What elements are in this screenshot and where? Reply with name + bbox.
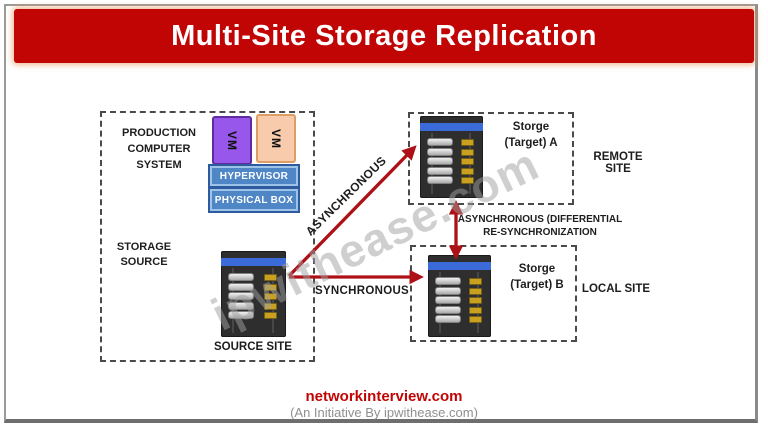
target-a-label: Storge (Target) A: [489, 119, 573, 151]
label-line: Storge: [512, 121, 550, 133]
disk-stack-icon: [228, 273, 254, 321]
source-storage-server-icon: [221, 251, 286, 337]
resync-arrow-label: ASYNCHRONOUS (DIFFERENTIAL RE-SYNCHRONIZ…: [456, 213, 624, 239]
remote-site-label: REMOTE SITE: [593, 151, 643, 175]
hypervisor-label: HYPERVISOR: [219, 170, 289, 182]
footer-tagline: (An Initiative By ipwithease.com): [290, 405, 478, 420]
vm-label: VM: [269, 128, 283, 149]
target-b-label: Storge (Target) B: [495, 261, 579, 293]
image-frame: [4, 4, 758, 423]
server-blue-bar: [420, 123, 483, 131]
label-line: RE-SYNCHRONIZATION: [483, 227, 597, 238]
storage-source-label: STORAGE SOURCE: [105, 240, 183, 270]
physical-box-label: PHYSICAL BOX: [214, 194, 294, 206]
label-line: Storge: [518, 263, 556, 275]
io-port-stack-icon: [461, 139, 474, 187]
io-port-stack-icon: [469, 278, 482, 326]
target-b-storage-server-icon: [428, 255, 491, 337]
label-line: SOURCE: [120, 256, 168, 268]
hypervisor-box: HYPERVISOR: [210, 166, 298, 186]
footer-site-name: networkinterview.com: [305, 388, 463, 405]
label-line: STORAGE: [116, 241, 172, 253]
source-site-label: SOURCE SITE: [214, 341, 292, 353]
server-rack-line: [232, 268, 234, 333]
server-blue-bar: [221, 258, 286, 266]
server-rack-line: [272, 268, 274, 333]
production-system-label: PRODUCTION COMPUTER SYSTEM: [104, 125, 214, 173]
label-line: PRODUCTION: [122, 127, 196, 139]
vm-label: VM: [225, 130, 239, 151]
disk-stack-icon: [427, 138, 453, 186]
label-line: ASYNCHRONOUS (DIFFERENTIAL: [457, 214, 623, 225]
io-port-stack-icon: [264, 274, 277, 322]
label-line: (Target) B: [510, 279, 564, 291]
vm-box-purple: VM: [212, 116, 252, 165]
page-title: Multi-Site Storage Replication: [171, 19, 597, 52]
vm-box-peach: VM: [256, 114, 296, 163]
target-a-storage-server-icon: [420, 116, 483, 198]
label-line: SYSTEM: [136, 159, 182, 171]
server-blue-bar: [428, 262, 491, 270]
title-banner: Multi-Site Storage Replication: [14, 9, 754, 63]
disk-stack-icon: [435, 277, 461, 325]
physical-box: PHYSICAL BOX: [210, 189, 298, 211]
local-site-label: LOCAL SITE: [581, 283, 651, 295]
synchronous-arrow-label: SYNCHRONOUS: [314, 285, 410, 297]
label-line: (Target) A: [504, 137, 558, 149]
local-site-box: [410, 245, 577, 342]
label-line: COMPUTER: [127, 143, 191, 155]
